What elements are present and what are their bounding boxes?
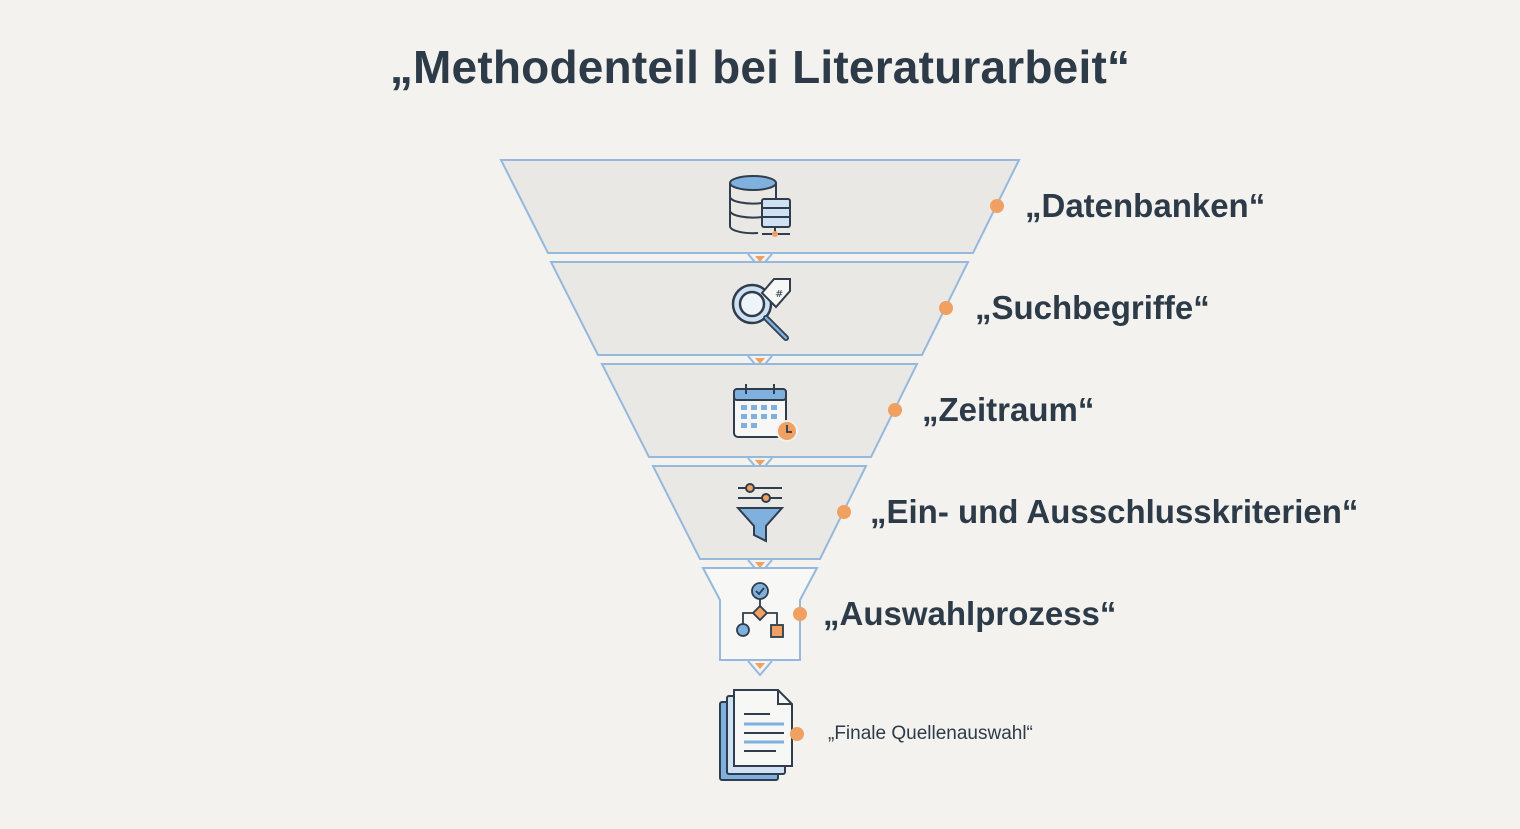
funnel-stage-suchbegriffe: # xyxy=(549,261,970,356)
final-label: „Finale Quellenauswahl“ xyxy=(828,723,1033,744)
database-icon xyxy=(729,175,791,237)
stage-label-zeitraum: „Zeitraum“ xyxy=(922,391,1095,428)
stage-label-datenbanken: „Datenbanken“ xyxy=(1025,187,1266,224)
final-marker xyxy=(790,727,804,741)
stage-marker xyxy=(990,199,1004,213)
stage-label-auswahlprozess: „Auswahlprozess“ xyxy=(823,595,1117,632)
funnel-stage-auswahlprozess xyxy=(701,567,819,661)
stage-marker xyxy=(888,403,902,417)
final-selection xyxy=(719,689,804,781)
page-title: „Methodenteil bei Literaturarbeit“ xyxy=(389,41,1131,93)
filter-funnel-icon xyxy=(735,483,785,543)
stage-label-kriterien: „Ein- und Ausschlusskriterien“ xyxy=(870,493,1359,530)
funnel-stage-zeitraum xyxy=(600,363,919,458)
stage-marker xyxy=(793,607,807,621)
search-tag-icon: # xyxy=(731,278,791,341)
decision-flow-icon xyxy=(736,582,784,638)
calendar-clock-icon xyxy=(733,384,798,442)
stage-marker xyxy=(939,301,953,315)
svg-text:#: # xyxy=(775,289,783,300)
funnel-stage-kriterien xyxy=(651,465,868,560)
stage-label-suchbegriffe: „Suchbegriffe“ xyxy=(975,289,1210,326)
documents-icon xyxy=(719,689,793,781)
funnel-stage-datenbanken xyxy=(499,159,1021,254)
stage-marker xyxy=(837,505,851,519)
